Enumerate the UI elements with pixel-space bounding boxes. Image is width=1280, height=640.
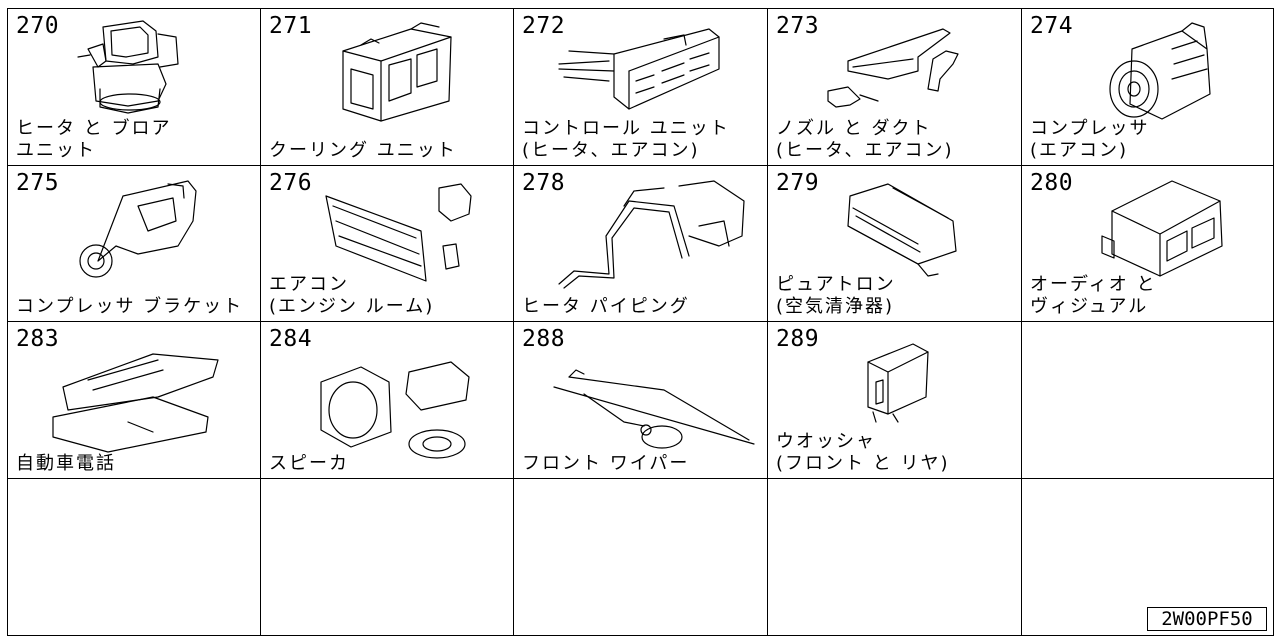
cooling-unit-icon — [261, 9, 515, 166]
car-phone-icon — [8, 322, 262, 479]
part-cell-278[interactable]: 278 ヒータ パイピング — [514, 166, 767, 321]
part-number: 289 — [776, 326, 820, 352]
washer-icon — [768, 322, 1022, 479]
part-cell-283[interactable]: 283 自動車電話 — [8, 322, 260, 478]
part-cell-272[interactable]: 272 コントロール ユニット (ヒータ、エアコン) — [514, 9, 767, 165]
part-cell-270[interactable]: 270 ヒータ と ブロア ユニット — [8, 9, 260, 165]
part-number: 271 — [269, 13, 313, 39]
part-number: 279 — [776, 170, 820, 196]
compressor-icon — [1022, 9, 1276, 166]
parts-index-grid: 270 ヒータ と ブロア ユニット 271 クーリング ユニット — [7, 8, 1274, 636]
part-number: 288 — [522, 326, 566, 352]
speaker-icon — [261, 322, 515, 479]
part-label: 自動車電話 — [16, 453, 116, 474]
part-label: コンプレッサ (エアコン) — [1030, 118, 1150, 161]
part-number: 274 — [1030, 13, 1074, 39]
part-cell-288[interactable]: 288 フロント ワイパー — [514, 322, 767, 478]
front-wiper-icon — [514, 322, 768, 479]
part-number: 270 — [16, 13, 60, 39]
compressor-bracket-icon — [8, 166, 262, 323]
part-number: 283 — [16, 326, 60, 352]
part-label: ノズル と ダクト (ヒータ、エアコン) — [776, 118, 954, 161]
part-cell-274[interactable]: 274 コンプレッサ (エアコン) — [1022, 9, 1275, 165]
part-cell-271[interactable]: 271 クーリング ユニット — [261, 9, 513, 165]
part-number: 280 — [1030, 170, 1074, 196]
part-cell-289[interactable]: 289 ウオッシャ (フロント と リヤ) — [768, 322, 1021, 478]
heater-piping-icon — [514, 166, 768, 323]
part-label: クーリング ユニット — [269, 140, 457, 161]
part-number: 276 — [269, 170, 313, 196]
part-label: ピュアトロン (空気清浄器) — [776, 274, 896, 317]
control-unit-icon — [514, 9, 768, 166]
aircon-engine-room-icon — [261, 166, 515, 323]
part-label: オーディオ と ヴィジュアル — [1030, 274, 1157, 317]
part-label: ヒータ パイピング — [522, 296, 690, 317]
part-label: エアコン (エンジン ルーム) — [269, 274, 435, 317]
part-cell-276[interactable]: 276 エアコン (エンジン ルーム) — [261, 166, 513, 321]
heater-blower-unit-icon — [8, 9, 262, 166]
part-label: ウオッシャ (フロント と リヤ) — [776, 431, 950, 474]
part-cell-273[interactable]: 273 ノズル と ダクト (ヒータ、エアコン) — [768, 9, 1021, 165]
part-label: コンプレッサ ブラケット — [16, 296, 244, 317]
part-number: 273 — [776, 13, 820, 39]
part-label: スピーカ — [269, 453, 349, 474]
audio-visual-icon — [1022, 166, 1276, 323]
part-cell-275[interactable]: 275 コンプレッサ ブラケット — [8, 166, 260, 321]
diagram-code: 2W00PF50 — [1147, 607, 1267, 631]
part-number: 278 — [522, 170, 566, 196]
part-cell-279[interactable]: 279 ピュアトロン (空気清浄器) — [768, 166, 1021, 321]
part-number: 284 — [269, 326, 313, 352]
part-number: 275 — [16, 170, 60, 196]
part-label: フロント ワイパー — [522, 453, 690, 474]
part-label: ヒータ と ブロア ユニット — [16, 118, 172, 161]
part-cell-280[interactable]: 280 オーディオ と ヴィジュアル — [1022, 166, 1275, 321]
nozzle-duct-icon — [768, 9, 1022, 166]
air-purifier-icon — [768, 166, 1022, 323]
part-cell-284[interactable]: 284 スピーカ — [261, 322, 513, 478]
part-number: 272 — [522, 13, 566, 39]
part-label: コントロール ユニット (ヒータ、エアコン) — [522, 118, 730, 161]
